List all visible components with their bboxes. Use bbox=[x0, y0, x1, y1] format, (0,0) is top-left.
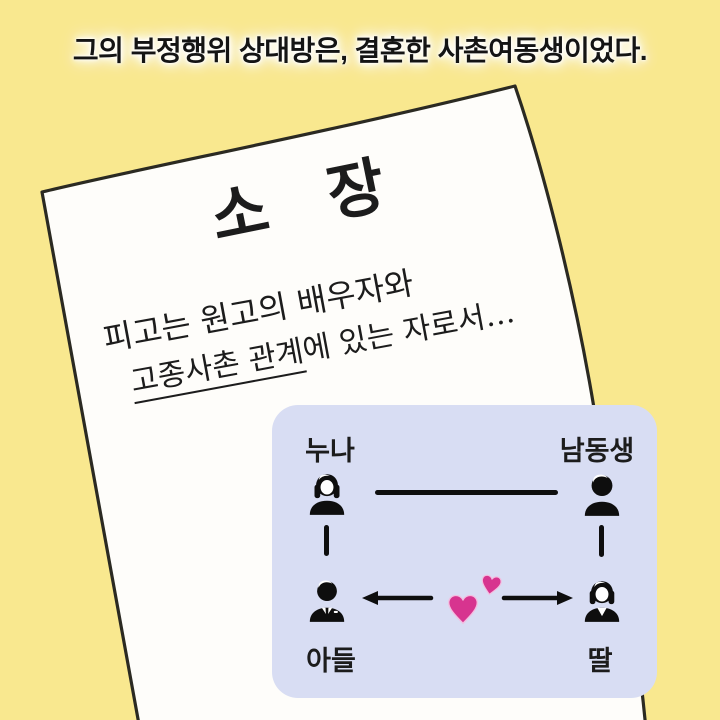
arrow-right-icon bbox=[501, 591, 573, 605]
label-younger-brother: 남동생 bbox=[559, 436, 635, 466]
family-diagram-card: 누나 남동생 bbox=[272, 405, 657, 698]
label-son: 아들 bbox=[306, 646, 356, 676]
label-daughter: 딸 bbox=[587, 646, 613, 676]
woman-icon bbox=[584, 581, 620, 622]
arrow-left-icon bbox=[362, 591, 434, 605]
woman-icon bbox=[309, 474, 345, 515]
brother-child-connector bbox=[599, 525, 604, 557]
sister-child-connector bbox=[324, 525, 329, 556]
headline-caption: 그의 부정행위 상대방은, 결혼한 사촌여동생이었다. bbox=[72, 35, 648, 66]
man-in-suit-icon bbox=[309, 580, 345, 622]
two-hearts-icon bbox=[448, 574, 502, 625]
label-older-sister: 누나 bbox=[305, 436, 355, 466]
sibling-connector-line bbox=[375, 490, 558, 495]
man-icon bbox=[584, 474, 620, 516]
